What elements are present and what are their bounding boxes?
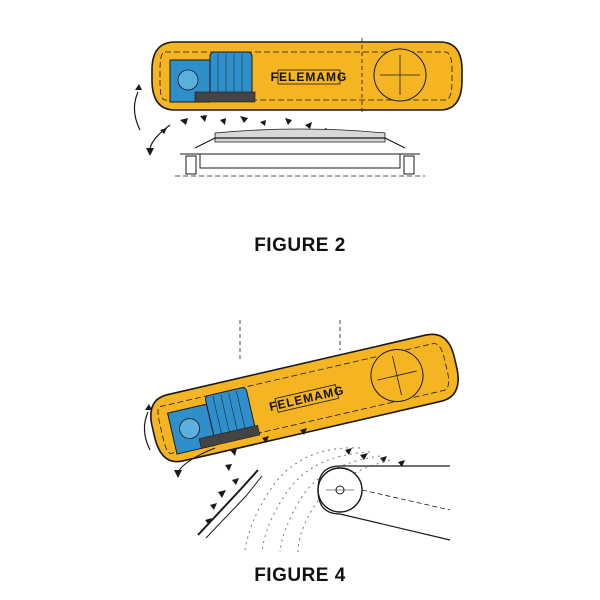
- arrow-head: [174, 470, 182, 478]
- discharge-arrow: [149, 124, 171, 151]
- rotation-arrow: [143, 411, 151, 451]
- deflector-chute-edge: [205, 475, 263, 539]
- arrow-head: [135, 84, 142, 90]
- brand-label: FELEMAMG: [271, 70, 348, 84]
- deflector-chute: [197, 469, 259, 536]
- tramp-metal-pieces: [160, 115, 327, 135]
- material-stream: [244, 447, 391, 553]
- brand-plate: [277, 69, 341, 85]
- figure-4: FELEMAMG: [0, 320, 600, 560]
- figure-2-caption: FIGURE 2: [254, 235, 346, 256]
- magnetic-separator-body-inclined: FELEMAMG: [150, 333, 459, 463]
- rotation-arrow: [133, 91, 141, 131]
- figure-4-drawing: FELEMAMG: [143, 320, 459, 553]
- arrow-head: [146, 148, 154, 156]
- discharge-arrow: [177, 447, 216, 473]
- conveyor-head-pulley: [317, 465, 451, 541]
- figure-2: FELEMAMG: [0, 30, 600, 200]
- figure-2-drawing: FELEMAMG: [133, 38, 463, 177]
- motor: [169, 51, 256, 103]
- arrow-head: [145, 404, 152, 410]
- conveyor-belt: [175, 128, 425, 177]
- figure-4-caption: FIGURE 4: [254, 565, 346, 586]
- tramp-metal-pieces: [205, 428, 405, 525]
